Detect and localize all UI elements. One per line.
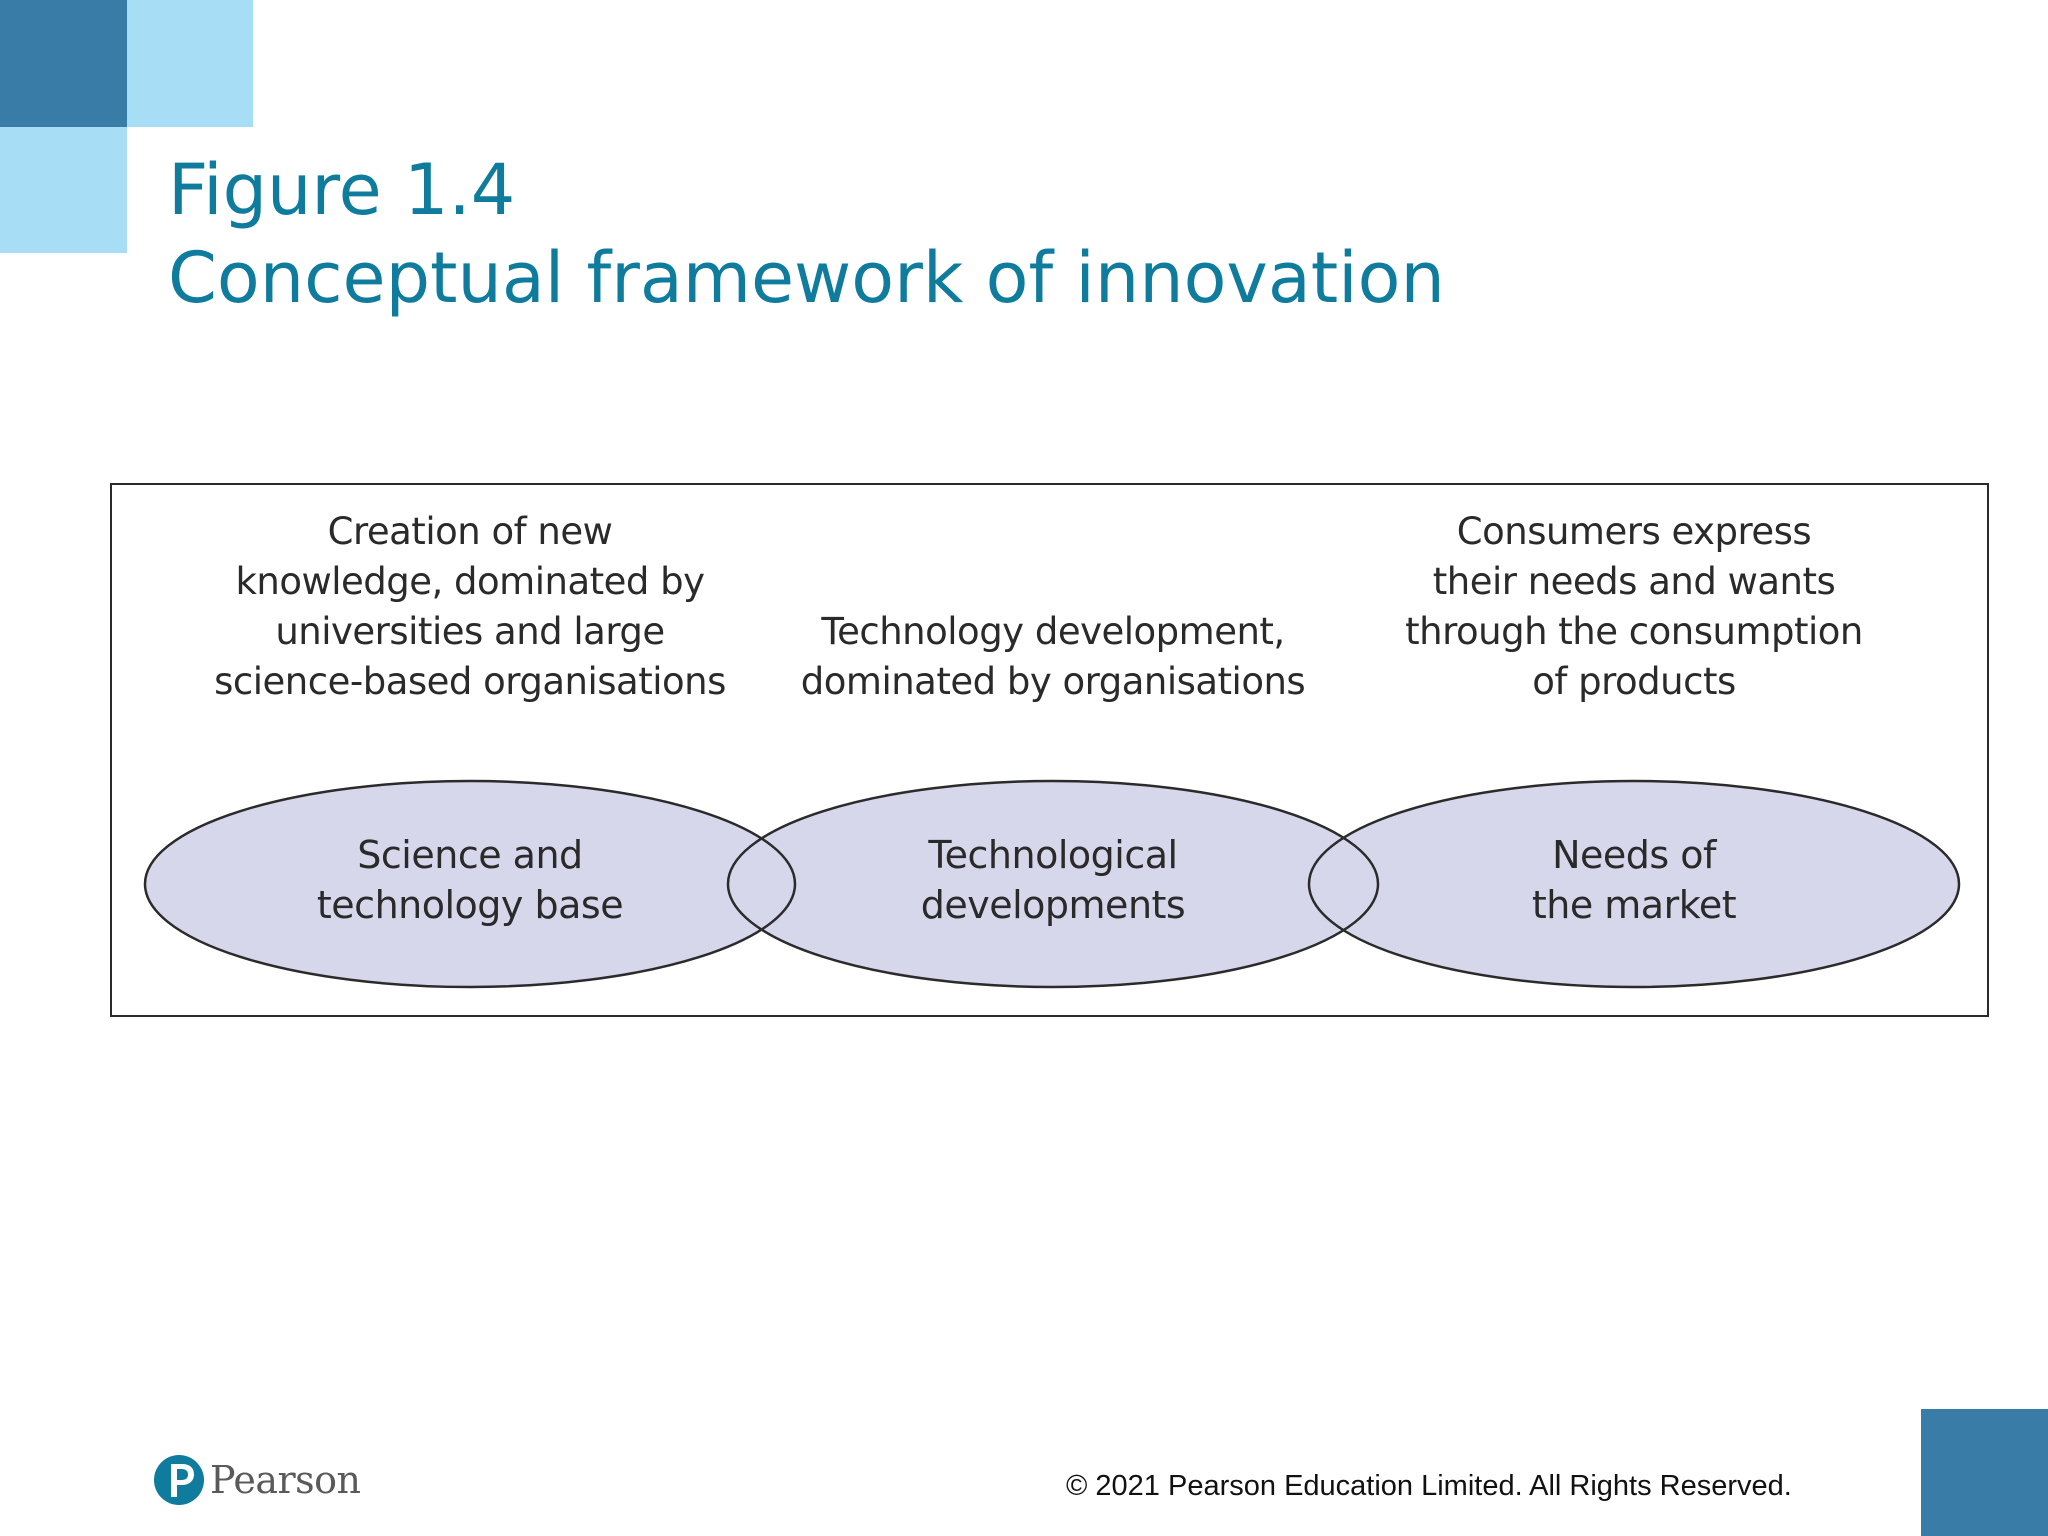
label-technology-line: Technological — [928, 833, 1178, 877]
ellipse-technology-outline — [726, 779, 1380, 989]
desc-science: Creation of new knowledge, dominated by … — [170, 507, 770, 707]
ellipse-market-outline — [1307, 779, 1961, 989]
label-science-line: technology base — [316, 883, 624, 927]
desc-technology-line: dominated by organisations — [800, 660, 1306, 703]
desc-technology: Technology development, dominated by org… — [753, 607, 1353, 707]
ellipse-science-outline — [143, 779, 797, 989]
copyright-notice: © 2021 Pearson Education Limited. All Ri… — [1066, 1470, 1792, 1502]
desc-market-line: through the consumption — [1405, 610, 1863, 653]
ellipse-technology-fill — [728, 781, 1378, 987]
desc-market-line: their needs and wants — [1432, 560, 1836, 603]
label-science-line: Science and — [357, 833, 583, 877]
desc-technology-line: Technology development, — [821, 610, 1285, 653]
label-market-line: Needs of — [1552, 833, 1716, 877]
desc-market: Consumers express their needs and wants … — [1334, 507, 1934, 707]
label-market: Needs of the market — [1384, 830, 1884, 930]
slide-title: Figure 1.4 Conceptual framework of innov… — [168, 146, 1445, 322]
desc-science-line: universities and large — [275, 610, 665, 653]
diagram-frame: Creation of new knowledge, dominated by … — [110, 483, 1989, 1017]
label-technology: Technological developments — [803, 830, 1303, 930]
ellipse-market-fill — [1309, 781, 1959, 987]
desc-science-line: knowledge, dominated by — [235, 560, 705, 603]
figure-caption: Conceptual framework of innovation — [168, 237, 1445, 319]
desc-science-line: Creation of new — [327, 510, 613, 553]
figure-number: Figure 1.4 — [168, 149, 516, 231]
pearson-wordmark: Pearson — [210, 1458, 361, 1502]
corner-square-dark — [0, 0, 127, 127]
ellipses-diagram — [143, 779, 1961, 989]
pearson-p-icon — [154, 1455, 204, 1505]
label-market-line: the market — [1531, 883, 1737, 927]
label-science: Science and technology base — [220, 830, 720, 930]
desc-market-line: of products — [1532, 660, 1736, 703]
desc-market-line: Consumers express — [1456, 510, 1812, 553]
desc-science-line: science-based organisations — [214, 660, 726, 703]
ellipse-science-fill — [145, 781, 795, 987]
label-technology-line: developments — [920, 883, 1186, 927]
bottom-right-square — [1921, 1409, 2048, 1536]
pearson-logo: Pearson — [154, 1450, 361, 1510]
corner-square-light-bottom — [0, 127, 127, 253]
corner-square-light-top — [127, 0, 253, 127]
